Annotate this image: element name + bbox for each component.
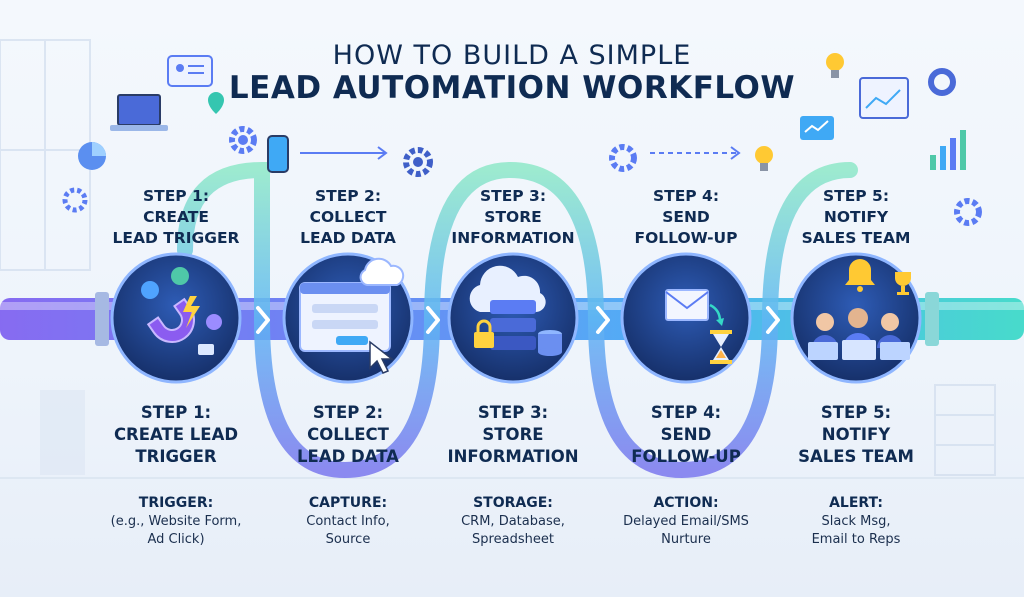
- form-icon: [299, 257, 405, 374]
- step-3-bottom-label: STEP 3: STORE INFORMATION: [447, 403, 579, 466]
- gear-icon: [62, 126, 982, 226]
- chat-card-icon: [167, 55, 213, 87]
- step-5-bottom-label: STEP 5: NOTIFY SALES TEAM: [798, 403, 914, 466]
- step-1-bottom-label: STEP 1: CREATE LEAD TRIGGER: [113, 403, 239, 466]
- arrow-icon: [256, 306, 270, 334]
- step-2-bottom-label: STEP 2: COLLECT LEAD DATA: [297, 403, 399, 466]
- email-icon: [665, 289, 732, 364]
- step-4-detail-body: Delayed Email/SMS Nurture: [623, 514, 749, 547]
- title-line-2: LEAD AUTOMATION WORKFLOW: [228, 70, 796, 106]
- step-1-circle: [110, 252, 242, 384]
- pie-chart-icon: [78, 68, 956, 170]
- dashboard-icon: [800, 77, 909, 140]
- serpentine-loop: [177, 161, 858, 479]
- step-2-detail-head: CAPTURE:: [308, 495, 388, 511]
- step-5-circle: [790, 252, 922, 384]
- step-5-detail-body: Slack Msg, Email to Reps: [811, 514, 901, 547]
- bar-chart-icon: [930, 130, 966, 170]
- step-2-detail-body: Contact Info, Source: [306, 514, 390, 547]
- step-5-top-label: STEP 5: NOTIFY SALES TEAM: [801, 187, 911, 247]
- location-pin-icon: [208, 92, 224, 114]
- arrow-icon: [766, 306, 780, 334]
- step-1-detail-head: TRIGGER:: [138, 495, 214, 511]
- step-3-circle: [447, 252, 579, 384]
- step-2-circle: [282, 252, 414, 384]
- step-2-top-label: STEP 2: COLLECT LEAD DATA: [300, 187, 396, 247]
- team-icon: [808, 259, 911, 360]
- step-5-detail-head: ALERT:: [829, 495, 883, 511]
- background-room: [0, 39, 1024, 479]
- step-3-detail-head: STORAGE:: [473, 495, 553, 511]
- step-4-bottom-label: STEP 4: SEND FOLLOW-UP: [631, 403, 741, 466]
- flow-arrows: [256, 306, 780, 334]
- decor-arrows: [300, 146, 741, 160]
- arrow-icon: [596, 306, 610, 334]
- hourglass-icon: [710, 330, 732, 364]
- phone-icon: [267, 135, 289, 173]
- arrow-icon: [426, 306, 440, 334]
- step-4-detail-head: ACTION:: [653, 495, 719, 511]
- title-line-1: HOW TO BUILD A SIMPLE: [332, 40, 692, 71]
- magnet-icon: [141, 267, 222, 355]
- lightbulb-icon: [755, 53, 844, 171]
- step-1-detail-body: (e.g., Website Form, Ad Click): [110, 514, 242, 547]
- step-3-top-label: STEP 3: STORE INFORMATION: [451, 187, 575, 247]
- step-4-circle: [620, 252, 752, 384]
- laptop-icon: [110, 94, 168, 131]
- database-icon: [469, 265, 562, 356]
- step-3-detail-body: CRM, Database, Spreadsheet: [461, 514, 565, 547]
- step-4-top-label: STEP 4: SEND FOLLOW-UP: [634, 187, 738, 247]
- step-1-top-label: STEP 1: CREATE LEAD TRIGGER: [112, 187, 240, 247]
